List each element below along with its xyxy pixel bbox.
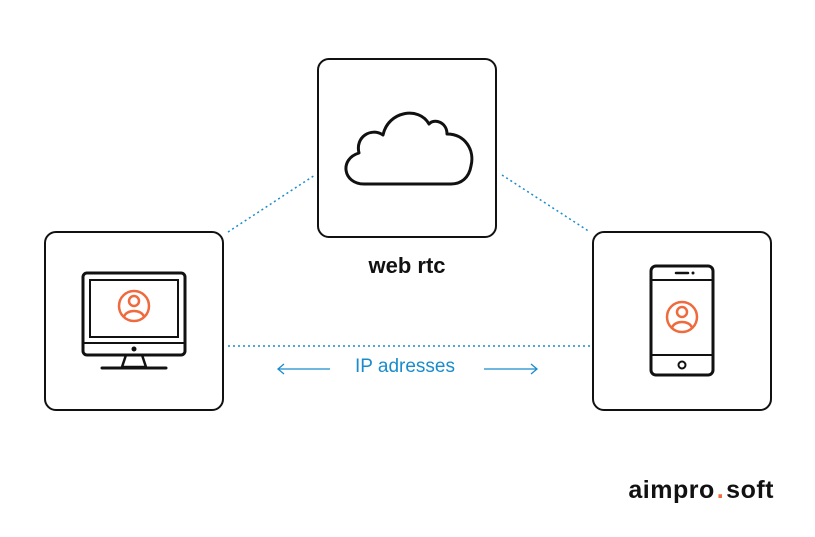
connector-cloud-to-phone xyxy=(501,174,591,233)
right-arrow-icon xyxy=(484,363,539,375)
cloud-icon xyxy=(344,111,474,186)
smartphone-icon xyxy=(649,264,715,377)
user-avatar-icon xyxy=(117,289,151,323)
brand-separator: . xyxy=(716,476,725,504)
user-avatar-icon xyxy=(665,300,699,334)
left-arrow-icon xyxy=(276,363,330,375)
server-node xyxy=(317,58,497,238)
server-label: web rtc xyxy=(368,253,446,278)
smartphone-node xyxy=(592,231,772,411)
brand-logo: aimpro.soft xyxy=(628,476,774,505)
connection-label: IP adresses xyxy=(355,356,455,377)
desktop-monitor-icon xyxy=(81,271,187,370)
desktop-node xyxy=(44,231,224,411)
brand-name-left: aimpro xyxy=(628,476,715,504)
brand-name-right: soft xyxy=(726,476,774,504)
connector-desktop-to-cloud xyxy=(227,174,316,233)
